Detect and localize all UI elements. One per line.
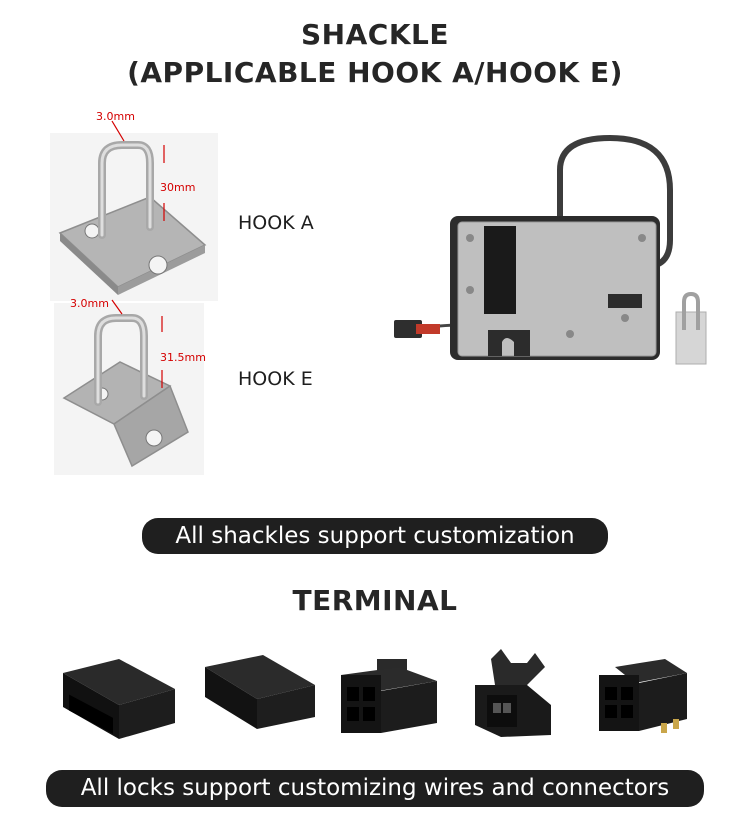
- lock-image: [394, 134, 707, 365]
- connectors-image: [63, 649, 687, 739]
- connector-4: [475, 649, 551, 737]
- hook-e-label: HOOK E: [238, 368, 313, 390]
- hook-a-thickness: 3.0mm: [96, 110, 135, 123]
- hook-e-image: [62, 299, 189, 468]
- page-title: SHACKLE: [301, 18, 449, 51]
- hook-a-label: HOOK A: [238, 212, 314, 234]
- connector-1: [63, 659, 175, 739]
- connector-2: [205, 655, 315, 729]
- terminal-heading: TERMINAL: [292, 584, 458, 617]
- shackle-customization-banner: All shackles support customization: [142, 518, 608, 554]
- hook-a-height: 30mm: [160, 181, 196, 194]
- connector-5: [599, 659, 687, 733]
- locks-customization-banner: All locks support customizing wires and …: [46, 770, 704, 807]
- hook-a-image: [58, 120, 207, 295]
- hook-e-height: 31.5mm: [160, 351, 206, 364]
- page-subtitle: (APPLICABLE HOOK A/HOOK E): [127, 56, 623, 89]
- connector-3: [341, 659, 437, 733]
- hook-e-thickness: 3.0mm: [70, 297, 109, 310]
